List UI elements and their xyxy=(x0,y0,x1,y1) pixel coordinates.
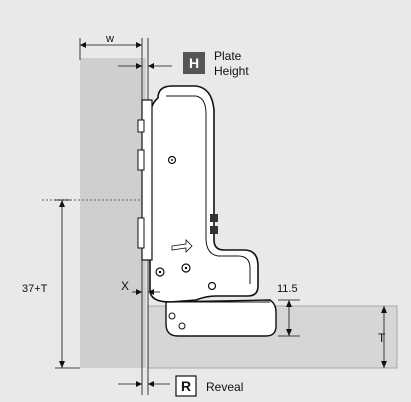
cup-screw-2 xyxy=(178,322,186,330)
x-label: X xyxy=(121,279,129,293)
cup-screw-1 xyxy=(168,312,176,320)
adjust-screw-1 xyxy=(210,214,218,222)
x-arrow-left xyxy=(136,289,142,295)
t-label: T xyxy=(378,331,386,345)
reveal-badge xyxy=(175,375,197,397)
plate-label-line2: Height xyxy=(214,64,249,78)
w-arrow-right xyxy=(136,42,142,48)
hinge-arm-inner-contour xyxy=(166,95,251,284)
dim-37t-label: 37+T xyxy=(22,283,48,295)
reveal-badge-letter: R xyxy=(181,378,191,394)
plate-arrow-left xyxy=(136,63,142,69)
plate-arrow-right xyxy=(148,63,154,69)
cabinet-side-panel xyxy=(80,58,146,368)
adjust-screw-2 xyxy=(210,226,218,234)
dim115-arrow-bottom xyxy=(286,329,292,336)
mounting-plate xyxy=(141,99,153,261)
reveal-arrow-right xyxy=(148,381,154,387)
plate-height-badge-letter: H xyxy=(189,55,199,71)
mounting-plate-tab-middle xyxy=(137,149,145,171)
reveal-label: Reveal xyxy=(206,380,243,394)
w-label: w xyxy=(105,33,114,45)
plate-height-badge xyxy=(183,52,205,74)
x-arrow-right xyxy=(148,289,154,295)
dim37-arrow-bottom xyxy=(59,361,65,368)
dim-11-5-label: 11.5 xyxy=(277,283,298,295)
mounting-plate-tab-upper xyxy=(137,119,145,133)
reveal-arrow-left xyxy=(136,381,142,387)
mounting-plate-tab-lower xyxy=(137,217,145,249)
w-arrow-left xyxy=(80,42,86,48)
dim115-arrow-top xyxy=(286,300,292,307)
screw-cup xyxy=(207,281,217,291)
direction-arrow-icon xyxy=(171,239,193,253)
t-arrow-bottom xyxy=(381,361,387,368)
plate-label-line1: Plate xyxy=(214,49,242,63)
t-arrow-top xyxy=(381,306,387,313)
dim37-arrow-top xyxy=(59,200,65,207)
hinge-cup xyxy=(165,299,277,337)
